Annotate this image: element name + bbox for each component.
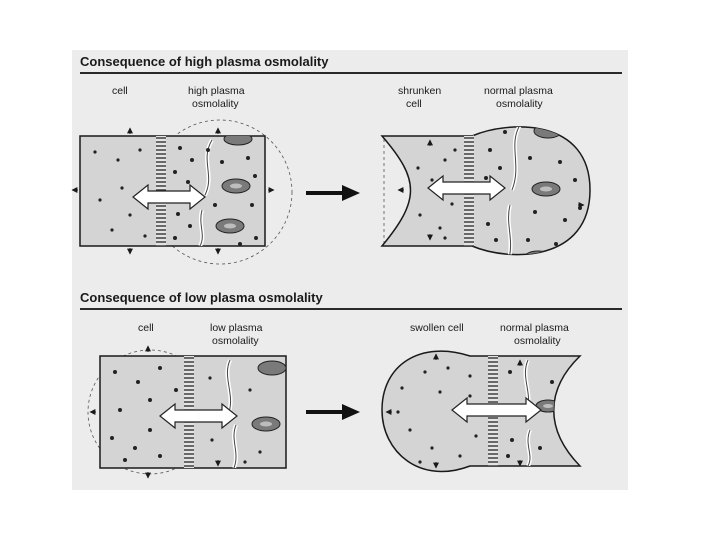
- label-normal-plasma: normal plasma: [500, 322, 569, 334]
- transition-arrow: [306, 185, 360, 201]
- water-flow-arrow: [159, 402, 238, 430]
- solute-particles: [110, 366, 262, 464]
- water-flow-arrow: [132, 183, 206, 211]
- high-right-scene: [380, 126, 591, 256]
- label-high-plasma: high plasma: [188, 85, 245, 97]
- red-blood-cell: [533, 126, 563, 139]
- label-osmolality: osmolality: [192, 98, 239, 110]
- label-cell: cell: [138, 322, 154, 334]
- title-rule: [80, 308, 622, 310]
- high-left-scene: [71, 119, 293, 265]
- panel-title-low-osmolality: Consequence of low plasma osmolality: [80, 290, 323, 305]
- label-low-plasma: low plasma: [210, 322, 263, 334]
- label-cell: cell: [112, 85, 128, 97]
- label-osmolality: osmolality: [212, 335, 259, 347]
- label-osmolality: osmolality: [496, 98, 543, 110]
- water-flow-arrow: [451, 396, 542, 424]
- panel-title-high-osmolality: Consequence of high plasma osmolality: [80, 54, 329, 69]
- low-right-scene: [381, 350, 582, 473]
- label-osmolality: osmolality: [514, 335, 561, 347]
- transition-arrow: [306, 404, 360, 420]
- label-swollen-cell: swollen cell: [410, 322, 464, 334]
- dashed-outline: [147, 119, 293, 265]
- title-rule: [80, 72, 622, 74]
- solute-particles: [396, 366, 554, 464]
- low-left-scene: [87, 345, 287, 479]
- red-blood-cell: [223, 136, 253, 146]
- red-blood-cell: [257, 360, 286, 376]
- solute-particles: [93, 146, 258, 246]
- label-cell: cell: [406, 98, 422, 110]
- solute-particles: [416, 130, 582, 246]
- water-flow-arrow: [427, 174, 506, 202]
- label-normal-plasma: normal plasma: [484, 85, 553, 97]
- label-shrunken: shrunken: [398, 85, 442, 97]
